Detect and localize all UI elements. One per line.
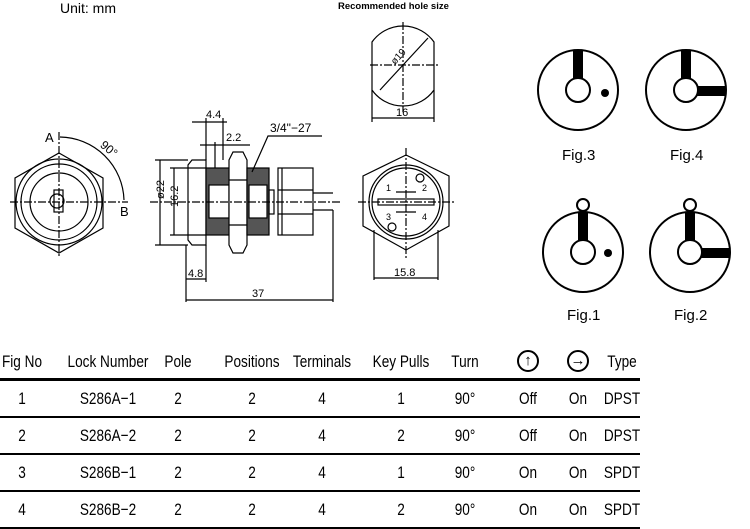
hole-diameter-label: ø19: [389, 47, 409, 67]
cell-key-pulls: 2: [397, 500, 405, 519]
cell-terminals: 4: [318, 463, 326, 482]
cell-lock-number: S286A−1: [79, 389, 137, 408]
svg-text:Fig.2: Fig.2: [674, 307, 707, 324]
cell-key-pulls: 2: [397, 426, 405, 445]
fig-1: Fig.1: [542, 198, 624, 324]
hole-width-label: 16: [396, 107, 408, 119]
dim-2-2-label: 2.2: [226, 132, 241, 144]
cell-fig-no: 3: [18, 463, 26, 482]
table-header: Fig No Lock Number Pole Positions Termin…: [0, 344, 640, 381]
cell-up-state: On: [518, 463, 538, 482]
header-pole: Pole: [164, 352, 192, 371]
cell-right-state: On: [568, 426, 588, 445]
fig-3: Fig.3: [537, 49, 619, 164]
cell-positions: 2: [248, 389, 256, 408]
header-terminals: Terminals: [292, 352, 352, 371]
cell-lock-number: S286B−1: [79, 463, 137, 482]
front-view: A B 90°: [10, 130, 129, 258]
cell-turn: 90°: [454, 463, 476, 482]
right-arrow-icon: →: [567, 350, 589, 372]
cell-up-state: On: [518, 500, 538, 519]
header-key-pulls: Key Pulls: [372, 352, 430, 371]
cell-pole: 2: [174, 389, 182, 408]
side-view: ø22 16.2 4.4 2.2 3/4"−27 4.8 37: [150, 109, 340, 302]
hole-size-view: ø19 16: [370, 22, 440, 122]
back-view: 1 2 3 4 15.8: [358, 148, 455, 280]
table-row: 4 S286B−2 2 2 4 2 90° On On SPDT: [0, 492, 640, 529]
terminal-3-label: 3: [386, 212, 391, 222]
svg-text:Fig.4: Fig.4: [670, 147, 703, 164]
lock-spec-table: Fig No Lock Number Pole Positions Termin…: [0, 344, 640, 529]
svg-text:Fig.1: Fig.1: [567, 307, 600, 324]
cell-fig-no: 4: [18, 500, 26, 519]
cell-lock-number: S286A−2: [79, 426, 137, 445]
cell-right-state: On: [568, 500, 588, 519]
dim-16-2-label: 16.2: [169, 186, 181, 207]
header-turn: Turn: [451, 352, 479, 371]
cell-fig-no: 2: [18, 426, 26, 445]
dim-4-4-label: 4.4: [206, 109, 221, 121]
technical-drawing: Unit: mm Recommended hole size A B 90°: [10, 0, 731, 324]
back-width-label: 15.8: [394, 267, 415, 279]
cell-terminals: 4: [318, 500, 326, 519]
cell-up-state: Off: [519, 426, 537, 445]
terminal-4-label: 4: [422, 212, 427, 222]
cell-turn: 90°: [454, 500, 476, 519]
cell-terminals: 4: [318, 426, 326, 445]
cell-type: DPST: [603, 426, 641, 445]
cell-positions: 2: [248, 426, 256, 445]
table-row: 2 S286A−2 2 2 4 2 90° Off On DPST: [0, 418, 640, 455]
cell-type: DPST: [603, 389, 641, 408]
header-positions: Positions: [224, 352, 280, 371]
cell-turn: 90°: [454, 426, 476, 445]
svg-text:Fig.3: Fig.3: [562, 147, 595, 164]
unit-label: Unit: mm: [60, 0, 116, 16]
header-fig-no: Fig No: [1, 352, 43, 371]
cell-fig-no: 1: [18, 389, 26, 408]
cell-positions: 2: [248, 500, 256, 519]
cell-right-state: On: [568, 389, 588, 408]
dim-37-label: 37: [252, 288, 264, 300]
cell-key-pulls: 1: [397, 463, 405, 482]
cell-pole: 2: [174, 426, 182, 445]
table-row: 3 S286B−1 2 2 4 1 90° On On SPDT: [0, 455, 640, 492]
cell-terminals: 4: [318, 389, 326, 408]
angle-label: 90°: [97, 138, 120, 161]
hole-size-label: Recommended hole size: [338, 1, 449, 12]
up-arrow-icon: ↑: [517, 350, 539, 372]
terminal-2-label: 2: [422, 183, 427, 193]
fig-2: Fig.2: [649, 198, 731, 324]
cell-turn: 90°: [454, 389, 476, 408]
cell-type: SPDT: [603, 463, 641, 482]
cell-positions: 2: [248, 463, 256, 482]
dim-4-8-label: 4.8: [188, 268, 203, 280]
terminal-1-label: 1: [386, 183, 391, 193]
cell-key-pulls: 1: [397, 389, 405, 408]
cell-right-state: On: [568, 463, 588, 482]
cell-up-state: Off: [519, 389, 537, 408]
header-type: Type: [607, 352, 637, 371]
cell-type: SPDT: [603, 500, 641, 519]
cell-pole: 2: [174, 463, 182, 482]
dim-22-label: ø22: [155, 180, 167, 199]
cell-pole: 2: [174, 500, 182, 519]
table-row: 1 S286A−1 2 2 4 1 90° Off On DPST: [0, 381, 640, 418]
header-lock-number: Lock Number: [67, 352, 149, 371]
fig-4: Fig.4: [645, 49, 727, 164]
cell-lock-number: S286B−2: [79, 500, 137, 519]
point-b-label: B: [120, 204, 129, 219]
thread-label: 3/4"−27: [270, 121, 312, 135]
point-a-label: A: [45, 130, 54, 145]
